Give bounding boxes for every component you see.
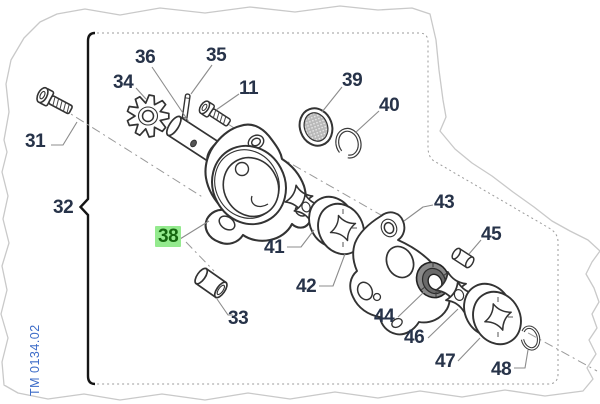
pump-plate-43-part (349, 211, 451, 336)
leader-39 (321, 86, 343, 113)
callout-42[interactable]: 42 (296, 276, 317, 297)
bushing-45-part (451, 247, 475, 269)
drawing-number-stamp: TM 0134.02 (28, 324, 42, 396)
leader-40 (354, 110, 380, 134)
centerline-bolt31-axis (43, 96, 205, 199)
callout-44[interactable]: 44 (374, 306, 395, 327)
callout-39[interactable]: 39 (342, 70, 363, 91)
strainer-screen-39-part (298, 107, 334, 147)
assembly-brace (78, 31, 96, 386)
assembly-boundary-dashed-frame (95, 32, 559, 385)
callout-36[interactable]: 36 (135, 47, 156, 68)
leader-33 (216, 298, 233, 316)
callout-46[interactable]: 46 (404, 327, 425, 348)
leader-36 (151, 66, 190, 123)
leader-34 (135, 87, 147, 100)
callout-48[interactable]: 48 (491, 359, 512, 380)
callout-38-highlighted[interactable]: 38 (155, 226, 182, 247)
leader-31 (51, 121, 78, 146)
callout-31[interactable]: 31 (25, 131, 46, 152)
leader-47 (457, 337, 481, 362)
callout-11[interactable]: 11 (239, 78, 259, 99)
callout-41[interactable]: 41 (264, 237, 285, 258)
leader-lines (51, 64, 529, 369)
bolt-31-part (36, 86, 73, 115)
leader-35 (190, 64, 213, 95)
outer-rotor-42-part (308, 195, 365, 256)
leader-44 (397, 291, 425, 318)
outer-rotor-47-part (463, 282, 522, 346)
leader-43 (403, 204, 434, 222)
leader-45 (468, 239, 482, 255)
inner-rotor-46-part (431, 267, 481, 317)
pump-housing-38-part (204, 123, 312, 245)
callout-45[interactable]: 45 (481, 224, 502, 245)
leader-46 (427, 308, 459, 339)
leader-11 (215, 93, 240, 111)
callout-32[interactable]: 32 (53, 197, 74, 218)
centerline-bushing33-axis (185, 241, 215, 272)
leader-48 (514, 349, 529, 369)
callout-35[interactable]: 35 (206, 45, 227, 66)
callout-40[interactable]: 40 (379, 95, 400, 116)
inner-rotor-41-part (281, 181, 326, 226)
callout-33[interactable]: 33 (228, 308, 249, 329)
callout-47[interactable]: 47 (435, 351, 456, 372)
leader-41 (287, 229, 315, 248)
callout-43[interactable]: 43 (434, 192, 455, 213)
bolt-11-part (198, 100, 231, 127)
leader-38 (179, 220, 210, 240)
snap-ring-48-part (520, 325, 541, 351)
callout-34[interactable]: 34 (113, 72, 134, 93)
retaining-ring-40-part (335, 127, 362, 159)
leader-42 (319, 253, 346, 287)
gear-34-part (126, 94, 170, 138)
bushing-33-part (194, 267, 228, 299)
